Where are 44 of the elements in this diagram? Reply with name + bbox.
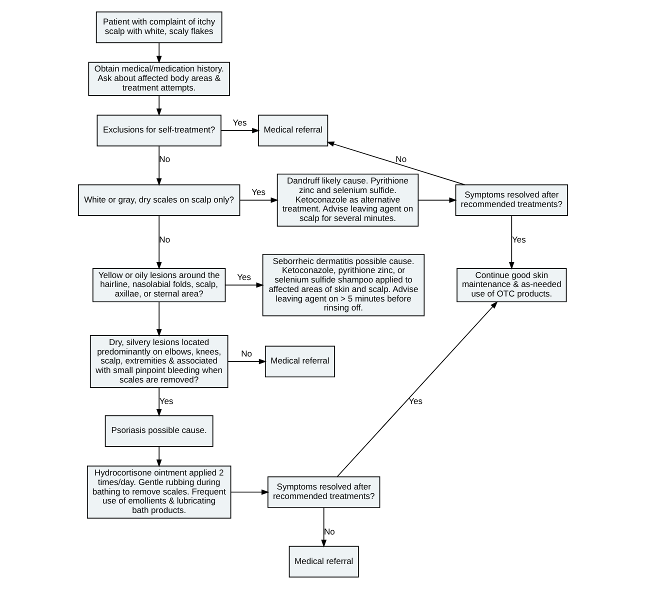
node-box: Symptoms resolved after recommended treatments? — [267, 476, 380, 508]
edge-label: Yes — [251, 187, 265, 198]
arrow — [156, 42, 162, 64]
arrow — [220, 128, 260, 134]
node-box: Medical referral — [264, 346, 334, 378]
arrow — [230, 489, 269, 495]
edge-label: Yes — [511, 234, 526, 244]
arrow — [224, 282, 264, 288]
edge-label: Yes — [408, 396, 422, 406]
node-box: White or gray, dry scales on scalp only? — [77, 184, 240, 216]
arrow — [226, 358, 266, 364]
node-box: Psoriasis possible cause. — [104, 415, 213, 447]
edge-label: No — [158, 154, 170, 164]
node-box: Seborrheic dermatitis possible cause. Ketoconazole, pyrithione zinc, or selenium sulfide shampoo applied to affected areas of skin and scalp. Advise leaving agent on > 5 minutes before rinsing off. — [262, 254, 424, 316]
edge-label: Yes — [232, 117, 246, 128]
edge-label: No — [240, 348, 252, 358]
arrow — [156, 446, 162, 468]
arrow — [156, 301, 162, 337]
node-box: Yellow or oily lesions around the hairline, nasolabial folds, scalp, axillae, or sternal area? — [92, 268, 226, 302]
node-box: Obtain medical/medication history. Ask about affected body areas & treatment attempts. — [88, 62, 230, 96]
node-box: Exclusions for self-treatment? — [96, 114, 221, 146]
arrow — [320, 507, 326, 548]
node-box: Dandruff likely cause. Pyrithione zinc and selenium sulfide. Ketoconazole as alternative treatment. Advise leaving agent on scalp for several minutes. — [276, 174, 418, 227]
node-box: Medical referral — [258, 114, 328, 146]
arrow — [156, 95, 162, 116]
arrow — [239, 197, 278, 203]
edge-label: No — [158, 234, 170, 244]
arrow — [326, 142, 465, 186]
arrow — [508, 215, 514, 270]
edge-label: Yes — [236, 272, 250, 282]
node-box: Dry, silvery lesions located predominantly on elbows, knees, scalp, extremities & associated with small pinpoint bleeding when scales are removed? — [89, 335, 228, 388]
arrow — [418, 197, 456, 203]
node-box: Medical referral — [288, 546, 358, 578]
edge-label: No — [395, 154, 406, 164]
edge-label: Yes — [158, 396, 173, 406]
arrow — [336, 301, 498, 478]
node-box: Hydrocortisone ointment applied 2 times/day. Gentle rubbing during bathing to remove scales. Frequent use of emollients & lubricating bath products. — [86, 466, 231, 519]
arrow — [156, 146, 162, 186]
arrow — [156, 215, 162, 270]
node-box: Continue good skin maintenance & as-needed use of OTC products. — [456, 268, 566, 302]
node-box: Patient with complaint of itchy scalp with white, scaly flakes — [95, 12, 222, 44]
node-box: Symptoms resolved after recommended treatments? — [454, 184, 568, 216]
arrow — [156, 387, 162, 417]
edge-label: No — [323, 526, 334, 536]
